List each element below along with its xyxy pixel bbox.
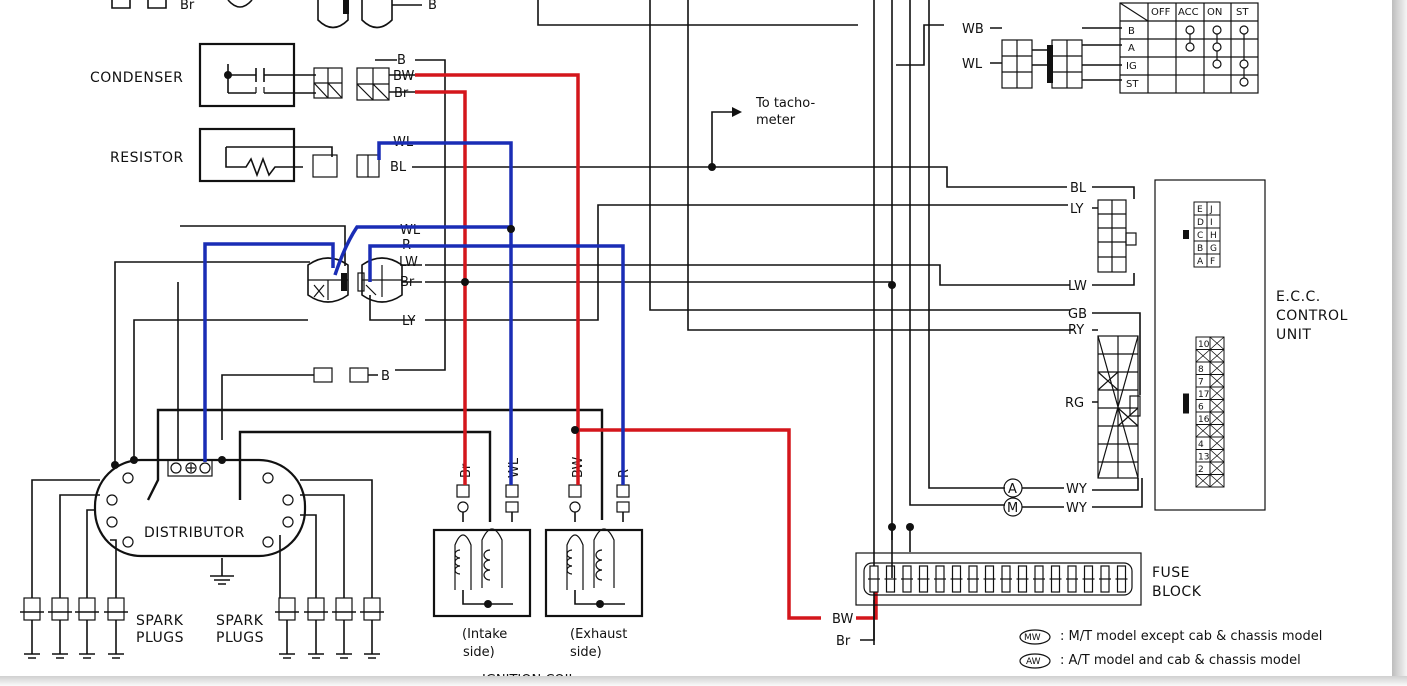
switch-row-st: ST [1126,79,1139,90]
ignition-switch: WB WL OFF ACC ON ST B A IG ST [962,2,1259,94]
label-spark-left-1: SPARK [136,613,184,629]
label-resistor: RESISTOR [110,150,184,166]
label-tacho-2: meter [756,113,796,128]
ecc-lower-pin-8: 4 [1198,440,1204,450]
switch-header-on: ON [1207,7,1222,18]
label-ecc-1: E.C.C. [1276,289,1321,305]
label-exhaust-2: side) [570,645,602,660]
ecc-lower-pin-6: 16 [1198,415,1210,425]
central-harness [537,0,1073,645]
ecc-lower-pin-4: 17 [1198,390,1209,400]
label-ly-ecc: LY [1070,202,1084,217]
ecc-pin-0-1: J [1209,205,1213,215]
ecc-harness-connector: BL LY LW GB RY RG [1065,181,1141,491]
label-tacho-1: To tacho- [755,96,815,111]
label-wy-a: WY [1066,482,1087,497]
ecc-pin-2-1: H [1210,231,1217,241]
label-bl-ecc: BL [1070,181,1087,196]
label-intake-2: side) [463,645,495,660]
ecc-lower-pin-9: 13 [1198,453,1209,463]
meters: A M WY WY [1003,478,1143,517]
label-br: Br [394,86,409,101]
label-bw: BW [393,69,414,84]
label-fuse-1: FUSE [1152,565,1190,581]
switch-row-a: A [1128,43,1135,54]
fuse-row [868,565,1128,593]
switch-header-off: OFF [1151,7,1171,18]
legend: MW AW : M/T model except cab & chassis m… [1019,629,1322,669]
resistor: RESISTOR BL WL [110,127,712,183]
label-condenser: CONDENSER [90,70,183,86]
label-b-top: B [397,53,406,68]
label-ecc-3: UNIT [1276,327,1311,343]
label-wl-sw: WL [962,57,983,72]
switch-row-ig: IG [1126,61,1137,72]
label-lw-mid: LW [399,255,418,270]
label-bw-fuse: BW [832,612,853,627]
distributor: DISTRIBUTOR [93,408,604,585]
ecc-lower-pins: 10 8 7 17 6 16 4 13 2 [1183,336,1225,488]
red-wires [415,73,878,620]
label-ly-mid: LY [402,314,416,329]
connector-b-bw-br: B BW Br [356,53,446,371]
label-lw-ecc: LW [1068,279,1087,294]
ecc-pin-0-0: E [1197,205,1203,215]
meter-m-label: M [1007,501,1018,516]
top-cropped-connectors: B Br [111,0,437,29]
label-wy-m: WY [1066,501,1087,516]
fuse-block: FUSE BLOCK BW Br [832,552,1202,649]
label-distributor: DISTRIBUTOR [144,525,245,541]
label-intake-1: (Intake [462,627,507,642]
ecc-pin-2-0: C [1197,231,1203,241]
label-ry-ecc: RY [1068,323,1084,338]
label-bl-res: BL [390,160,407,175]
ecc-pin-4-0: A [1197,257,1204,267]
label-spark-left-2: PLUGS [136,630,184,646]
label-b-top2: B [428,0,437,13]
ecc-lower-pin-10: 2 [1198,465,1204,475]
label-gb-ecc: GB [1068,307,1087,322]
label-br-mid: Br [400,275,415,290]
meter-a-label: A [1008,482,1017,497]
label-spark-right-1: SPARK [216,613,264,629]
ecc-lower-pin-3: 7 [1198,378,1204,388]
legend-code-mw: MW [1024,633,1041,643]
tachometer-branch: To tacho- meter [708,96,1067,188]
ignition-coils: (Intake side) (Exhaust side) IGNITION CO… [432,457,644,686]
legend-text-mw: : M/T model except cab & chassis model [1060,629,1322,644]
label-wb: WB [962,22,984,37]
label-fuse-2: BLOCK [1152,584,1202,600]
ecc-pin-4-1: F [1210,257,1215,267]
label-br-fuse: Br [836,634,851,649]
label-ecc-2: CONTROL [1276,308,1348,324]
page-bottom-shadow [0,676,1407,686]
label-spark-right-2: PLUGS [216,630,264,646]
ecc-pin-3-0: B [1197,244,1203,254]
label-br-top: Br [180,0,195,13]
switch-header-st: ST [1236,7,1249,18]
legend-text-aw: : A/T model and cab & chassis model [1060,653,1301,668]
connector-b-low: B [221,367,390,440]
condenser: CONDENSER [90,42,343,108]
ecc-lower-pin-2: 8 [1198,365,1204,375]
ecc-lower-pin-5: 6 [1198,403,1204,413]
switch-header-acc: ACC [1178,7,1199,18]
label-rg-ecc: RG [1065,396,1084,411]
label-b-low: B [381,369,390,384]
ecc-lower-pin-0: 10 [1198,340,1210,350]
ecc-pin-3-1: G [1210,244,1217,254]
page-edge-shadow [1392,0,1407,686]
switch-row-b: B [1128,26,1135,37]
spark-plugs: SPARK PLUGS SPARK PLUGS [20,479,384,659]
label-exhaust-1: (Exhaust [570,627,627,642]
ecc-pin-1-0: D [1197,218,1204,228]
blue-wires [203,141,625,485]
legend-code-aw: AW [1026,657,1041,667]
ecc-pin-1-1: I [1210,218,1213,228]
